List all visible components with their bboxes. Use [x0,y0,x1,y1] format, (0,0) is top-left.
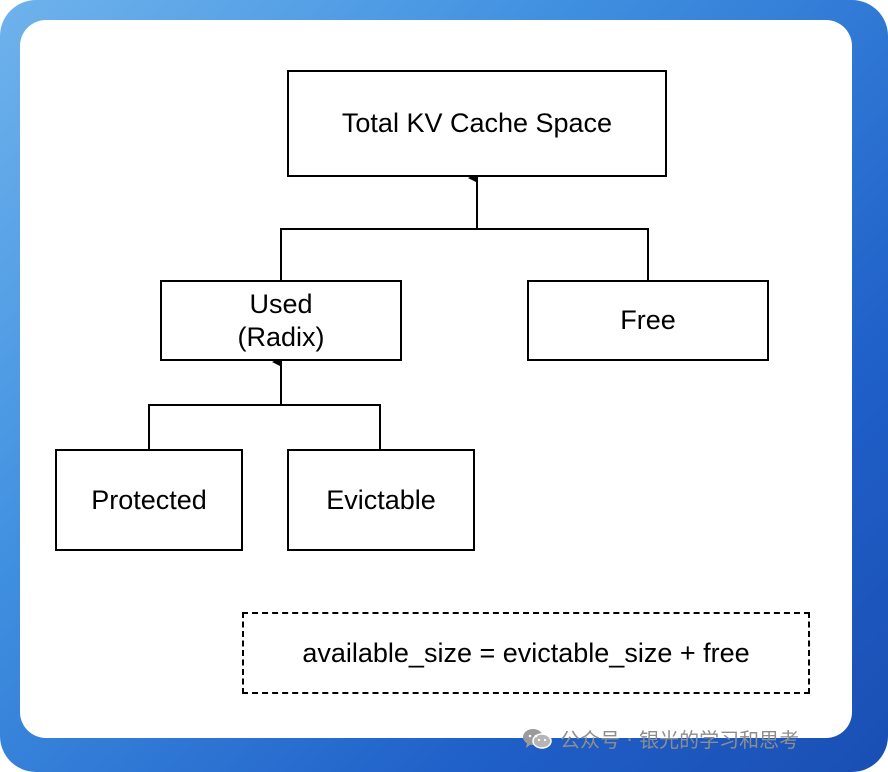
node-evictable: Evictable [287,449,475,551]
node-used-label: Used (Radix) [237,288,325,352]
formula-text: available_size = evictable_size + free [302,637,750,668]
node-protected: Protected [55,449,243,551]
watermark: 公众号 · 银光的学习和思考 [522,724,799,753]
connector-protected-evictable-to-used [148,404,381,450]
node-used-radix: Used (Radix) [160,280,402,361]
connector-used-free-to-total [280,228,649,280]
node-total-kv-cache-space: Total KV Cache Space [287,70,667,177]
node-total-label: Total KV Cache Space [341,108,613,138]
watermark-text: 公众号 · 银光的学习和思考 [560,728,800,752]
node-free: Free [527,280,769,361]
node-evictable-label: Evictable [326,484,436,515]
node-protected-label: Protected [91,484,207,515]
formula-box: available_size = evictable_size + free [242,612,810,694]
node-free-label: Free [620,305,676,335]
wechat-icon [523,728,552,749]
